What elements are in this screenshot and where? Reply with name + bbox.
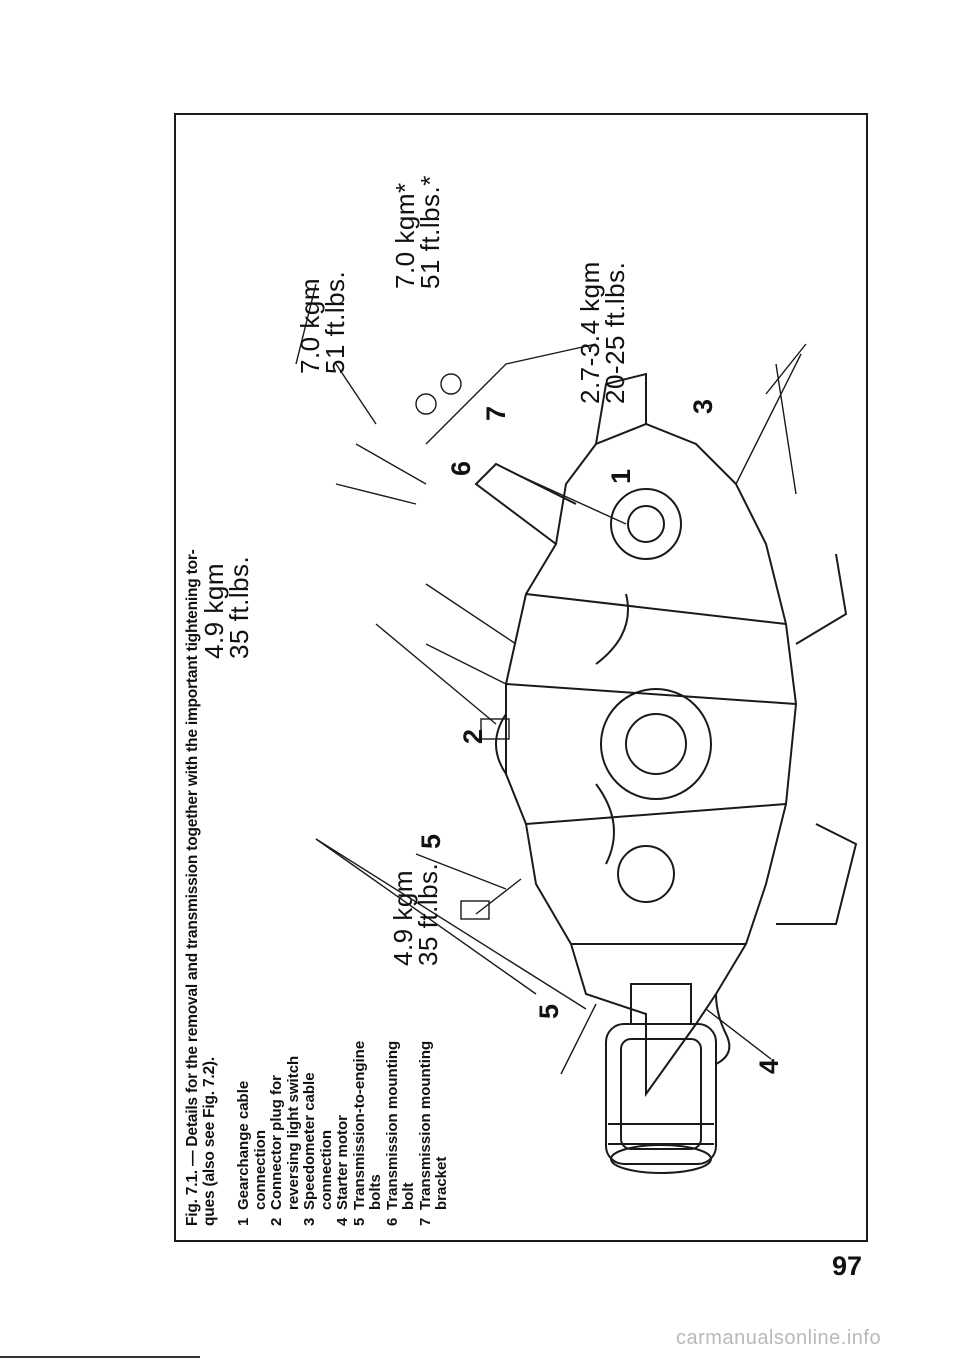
torque-spec: 7.0 kgm 51 ft.lbs. <box>295 270 350 374</box>
scan-edge-line <box>0 1356 200 1358</box>
callout-4: 4 <box>754 1058 784 1074</box>
starter-motor-drawing <box>605 983 731 1174</box>
bolts-and-leaders <box>295 283 807 1075</box>
callout-6: 6 <box>446 460 476 476</box>
torque-spec: 4.9 kgm 35 ft.lbs. <box>199 555 254 659</box>
torque-spec: 7.0 kgm* 51 ft.lbs.* <box>390 175 445 289</box>
figure-frame: Fig. 7.1. — Details for the removal and … <box>174 113 868 1242</box>
callout-2: 2 <box>458 728 488 744</box>
torque-ftlbs: 35 ft.lbs. <box>413 862 443 966</box>
torque-spec: 4.9 kgm 35 ft.lbs. <box>388 862 443 966</box>
callout-7: 7 <box>481 405 511 421</box>
callout-5: 5 <box>534 1003 564 1019</box>
callout-3: 3 <box>688 398 718 414</box>
torque-spec: 2.7-3.4 kgm 20-25 ft.lbs. <box>575 261 630 404</box>
torque-ftlbs: 51 ft.lbs.* <box>415 175 445 289</box>
torque-ftlbs: 51 ft.lbs. <box>320 270 350 374</box>
callout-1: 1 <box>606 468 636 484</box>
callout-5: 5 <box>416 833 446 849</box>
footer-watermark: carmanualsonline.info <box>676 1327 882 1349</box>
torque-ftlbs: 20-25 ft.lbs. <box>600 261 630 404</box>
page-number: 97 <box>832 1251 863 1281</box>
transmission-diagram <box>295 283 858 1174</box>
torque-ftlbs: 35 ft.lbs. <box>224 555 254 659</box>
figure-content: Fig. 7.1. — Details for the removal and … <box>176 115 870 1244</box>
